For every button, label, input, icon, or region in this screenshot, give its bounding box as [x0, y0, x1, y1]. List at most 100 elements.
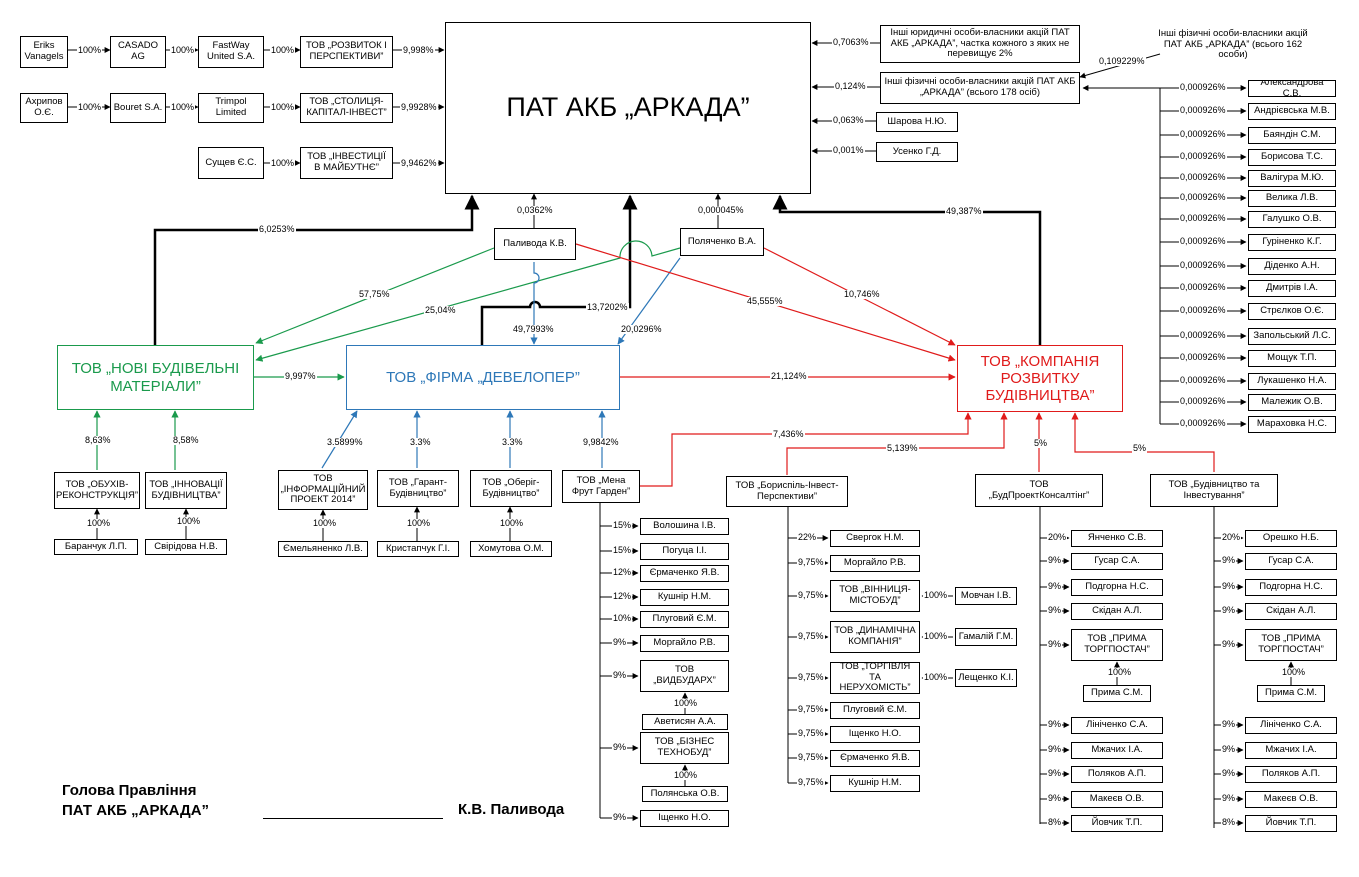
borys-side-box: Лещенко К.І.: [955, 669, 1017, 687]
chain1-p1: 100%: [77, 45, 103, 55]
chain1-p2: 100%: [170, 45, 196, 55]
krystapchuk-pct: 100%: [406, 518, 432, 528]
borys-owner-box: Свергок Н.М.: [830, 529, 920, 547]
pal-krb-pct: 45,555%: [746, 296, 784, 306]
baranchuk-pct: 100%: [86, 518, 112, 528]
innovatsii-pct: 8,58%: [172, 435, 200, 445]
mena-owner-pct: 12%: [612, 591, 633, 601]
borys-owner-pct: 9,75%: [797, 728, 825, 738]
bi-owner-pct: 9%: [1221, 581, 1237, 591]
mena-owner-pct: 12%: [612, 567, 633, 577]
chain1-p3: 100%: [270, 45, 296, 55]
borys-owner-box: ТОВ „ТОРГІВЛЯ ТА НЕРУХОМІСТЬ”: [830, 662, 920, 694]
borys-side-pct: 100%: [923, 631, 949, 641]
nbm-dev-pct: 9,997%: [284, 371, 317, 381]
person-pct: 0,000926%: [1179, 260, 1227, 270]
person-pct: 0,000926%: [1179, 396, 1227, 406]
phys178-pct: 0,124%: [834, 81, 867, 91]
mena-owner-sub-box: Полянська О.В.: [642, 786, 728, 802]
chain2-company-c: Trimpol Limited: [198, 93, 264, 123]
chain2-company-b: Bouret S.A.: [110, 93, 166, 123]
person-box: Стрєлков О.Є.: [1248, 303, 1336, 320]
mena-owner-pct: 15%: [612, 545, 633, 555]
bi-owner-pct: 9%: [1221, 768, 1237, 778]
bpk-owner-pct: 9%: [1047, 719, 1063, 729]
info-proekt-box: ТОВ „ІНФОРМАЦІЙНИЙ ПРОЕКТ 2014”: [278, 470, 368, 510]
person-pct: 0,000926%: [1179, 375, 1227, 385]
bi-owner-box: Йовчик Т.П.: [1245, 814, 1337, 832]
chain2-pct: 9,9928%: [400, 102, 438, 112]
person-pct: 0,000926%: [1179, 151, 1227, 161]
bi-krb-pct: 5%: [1132, 443, 1148, 453]
chain1-pct: 9,998%: [402, 45, 435, 55]
person-pct: 0,000926%: [1179, 352, 1227, 362]
bi-owner-box: Лініченко С.А.: [1245, 716, 1337, 734]
bi-owner-sub-pct: 100%: [1281, 667, 1307, 677]
person-pct: 0,000926%: [1179, 236, 1227, 246]
person-box: Лукашенко Н.А.: [1248, 373, 1336, 390]
chain3-pct: 9,9462%: [400, 158, 438, 168]
mena-owner-pct: 9%: [612, 812, 628, 822]
obukhiv-pct: 8,63%: [84, 435, 112, 445]
bpk-owner-pct: 9%: [1047, 744, 1063, 754]
chain2-p2: 100%: [170, 102, 196, 112]
person-pct: 0,000926%: [1179, 192, 1227, 202]
nbm-bank-pct: 6,0253%: [258, 224, 296, 234]
bpk-box: ТОВ „БудПроектКонсалтінг”: [975, 474, 1103, 507]
oberig-box: ТОВ „Оберіг-Будівництво”: [470, 470, 552, 507]
emelianenko-box: Ємельяненко Л.В.: [278, 541, 368, 557]
borys-owner-pct: 9,75%: [797, 777, 825, 787]
bi-owner-pct: 9%: [1221, 605, 1237, 615]
borys-side-box: Мовчан І.В.: [955, 587, 1017, 605]
bpk-owner-pct: 8%: [1047, 817, 1063, 827]
bpk-owner-box: Подгорна Н.С.: [1071, 578, 1163, 596]
person-pct: 0,000926%: [1179, 282, 1227, 292]
borys-owner-pct: 9,75%: [797, 557, 825, 567]
mena-owner-box: ТОВ „ВИДБУДАРХ”: [640, 660, 729, 692]
pol-dev-pct: 20,0296%: [620, 324, 663, 334]
bpk-owner-box: Лініченко С.А.: [1071, 716, 1163, 734]
dev-krb-pct: 21,124%: [770, 371, 808, 381]
person-box: Дмитрів І.А.: [1248, 280, 1336, 297]
bi-owner-box: Мжачих І.А.: [1245, 741, 1337, 759]
palyvoda-bank-pct: 0,0362%: [516, 205, 554, 215]
person-box: Малежик О.В.: [1248, 394, 1336, 411]
signature-name: К.В. Паливода: [458, 801, 565, 818]
mena-owner-sub-pct: 100%: [673, 770, 699, 780]
bank-box: ПАТ АКБ „АРКАДА”: [445, 22, 811, 194]
person-pct: 0,000926%: [1179, 105, 1227, 115]
borys-owner-pct: 22%: [797, 532, 818, 542]
bi-owner-pct: 9%: [1221, 555, 1237, 565]
bpk-owner-sub-pct: 100%: [1107, 667, 1133, 677]
other-phys-162: Інші фізичні особи-власники акцій ПАТ АК…: [1158, 27, 1308, 61]
person-box: Андрієвська М.В.: [1248, 103, 1336, 120]
mena-owner-box: Єрмаченко Я.В.: [640, 564, 729, 582]
person-box: Борисова Т.С.: [1248, 149, 1336, 166]
mena-owner-pct: 9%: [612, 670, 628, 680]
bi-owner-sub-box: Прима С.М.: [1257, 685, 1325, 702]
oberig-pct: 3.3%: [501, 437, 524, 447]
krb-box: ТОВ „КОМПАНІЯ РОЗВИТКУ БУДІВНИЦТВА”: [957, 345, 1123, 412]
mena-owner-pct: 10%: [612, 613, 633, 623]
bi-box: ТОВ „Будівництво та Інвестування”: [1150, 474, 1278, 507]
signature-line2: ПАТ АКБ „АРКАДА”: [62, 801, 210, 819]
polyachenko-box: Поляченко В.А.: [680, 228, 764, 256]
person-box: Александрова С.В.: [1248, 80, 1336, 97]
person-box: Запольський Л.С.: [1248, 328, 1336, 345]
signature-title: Голова Правління ПАТ АКБ „АРКАДА”: [62, 781, 209, 820]
mena-owner-box: Погуца І.І.: [640, 542, 729, 560]
person-pct: 0,000926%: [1179, 129, 1227, 139]
legal-holders-pct: 0,7063%: [832, 37, 870, 47]
usenko-pct: 0,001%: [832, 145, 865, 155]
mena-owner-pct: 9%: [612, 637, 628, 647]
dev-bank-pct: 13,7202%: [586, 302, 629, 312]
bpk-owner-pct: 9%: [1047, 581, 1063, 591]
borys-owner-box: Кушнір Н.М.: [830, 774, 920, 792]
mena-krb-pct: 7,436%: [772, 429, 805, 439]
mena-owner-sub-box: Аветисян А.А.: [642, 714, 728, 730]
mena-owner-box: Кушнір Н.М.: [640, 588, 729, 606]
borys-owner-box: Моргайло Р.В.: [830, 554, 920, 572]
chain3-p3: 100%: [270, 158, 296, 168]
borys-owner-pct: 9,75%: [797, 672, 825, 682]
bi-owner-box: Скідан А.Л.: [1245, 602, 1337, 620]
